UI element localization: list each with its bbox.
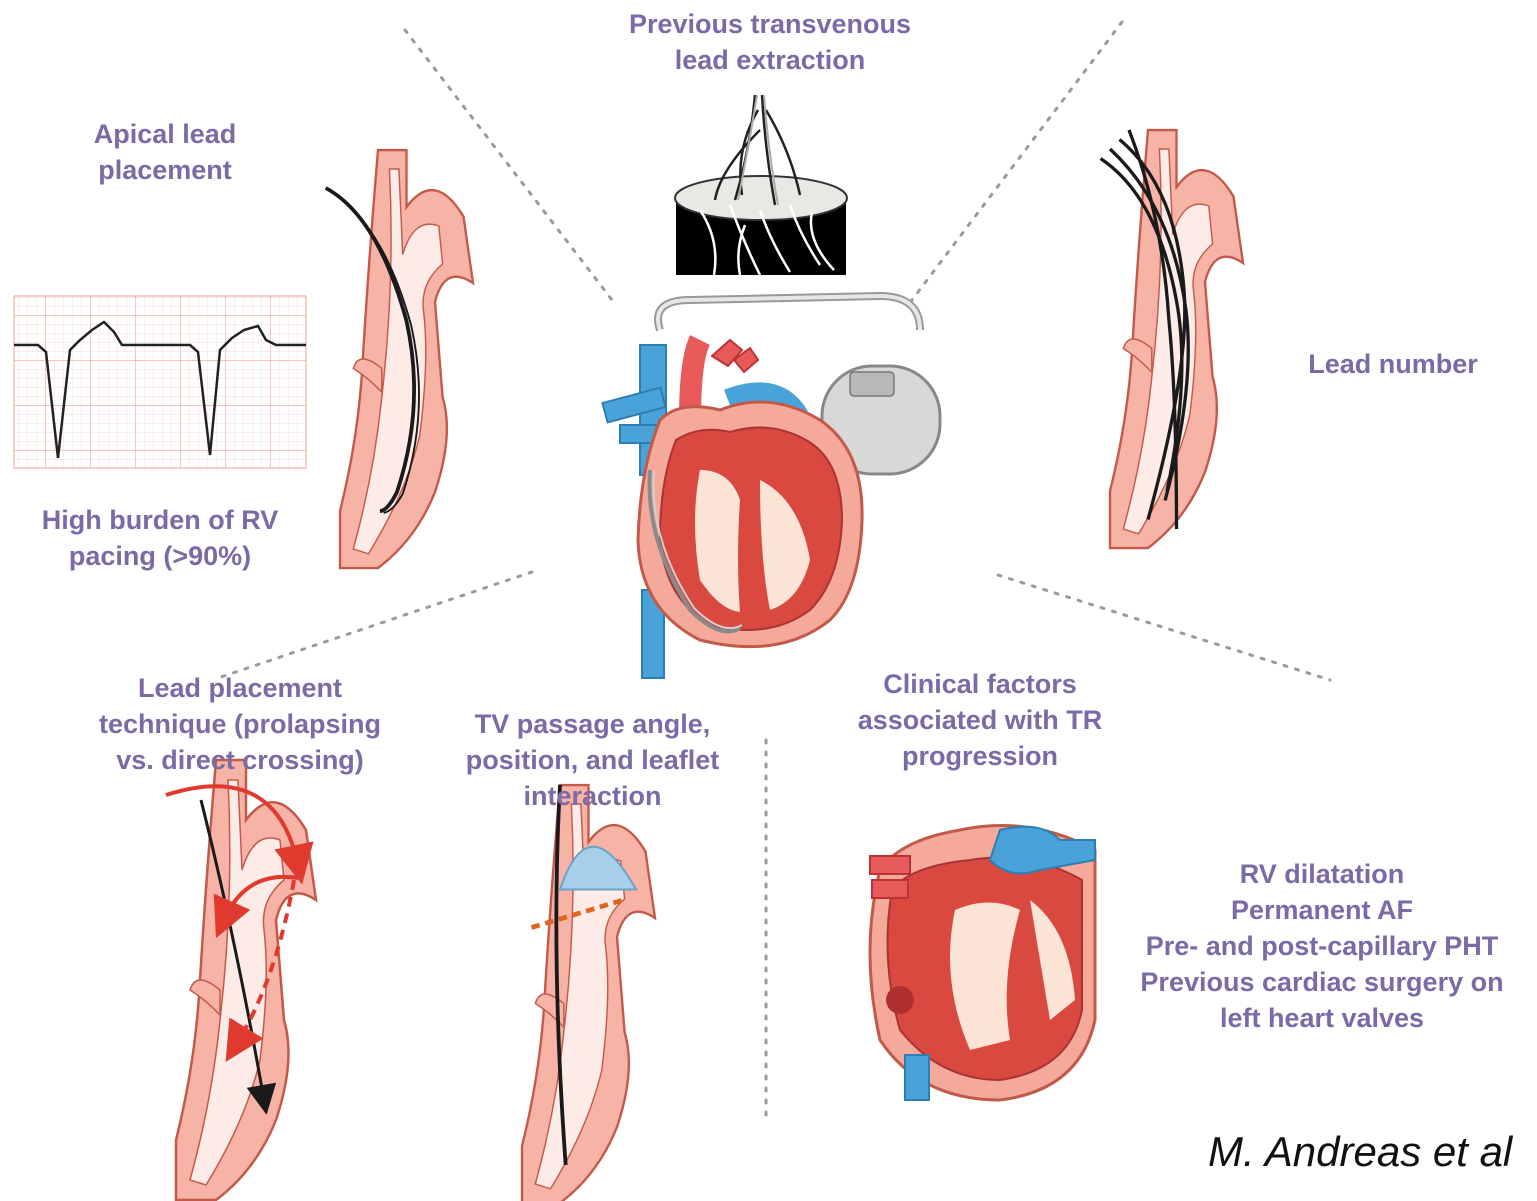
label-technique: Lead placement technique (prolapsing vs.… — [70, 670, 410, 778]
clinical-heart-icon — [868, 815, 1096, 1103]
risk-factor-item: RV dilatation — [1112, 856, 1532, 892]
tv-passage-rv-icon — [522, 785, 655, 1201]
label-line: interaction — [440, 778, 745, 814]
label-tv-passage: TV passage angle, position, and leaflet … — [440, 706, 745, 814]
label-clinical: Clinical factors associated with TR prog… — [830, 666, 1130, 774]
label-line: position, and leaflet — [440, 742, 745, 778]
lead-number-rv-icon — [1101, 130, 1244, 548]
label-line: Lead number — [1268, 346, 1518, 382]
apical-rv-icon — [326, 150, 473, 568]
label-line: Previous transvenous — [560, 6, 980, 42]
citation: M. Andreas et al — [1208, 1128, 1512, 1176]
label-line: TV passage angle, — [440, 706, 745, 742]
label-line: Clinical factors — [830, 666, 1130, 702]
divider-bottom-right — [998, 575, 1330, 680]
label-burden: High burden of RV pacing (>90%) — [10, 502, 310, 574]
label-line: Lead placement — [70, 670, 410, 706]
label-line: technique (prolapsing — [70, 706, 410, 742]
risk-factor-item: left heart valves — [1112, 1000, 1532, 1036]
risk-factor-item: Permanent AF — [1112, 892, 1532, 928]
label-line: vs. direct crossing) — [70, 742, 410, 778]
technique-rv-icon — [166, 760, 316, 1200]
ecg-strip-icon — [14, 296, 306, 468]
label-line: progression — [830, 738, 1130, 774]
label-line: placement — [40, 152, 290, 188]
risk-factor-item: Pre- and post-capillary PHT — [1112, 928, 1532, 964]
label-extraction: Previous transvenous lead extraction — [560, 6, 980, 78]
label-lead-number: Lead number — [1268, 346, 1518, 382]
label-line: associated with TR — [830, 702, 1130, 738]
label-line: Apical lead — [40, 116, 290, 152]
risk-factor-item: Previous cardiac surgery on — [1112, 964, 1532, 1000]
label-apical: Apical lead placement — [40, 116, 290, 188]
label-line: pacing (>90%) — [10, 538, 310, 574]
divider-bottom-left — [218, 572, 532, 678]
heart-with-pacemaker-icon — [602, 296, 940, 678]
extracted-tissue-icon — [675, 95, 847, 275]
label-risk-factors: RV dilatation Permanent AF Pre- and post… — [1112, 856, 1532, 1036]
label-line: High burden of RV — [10, 502, 310, 538]
label-line: lead extraction — [560, 42, 980, 78]
